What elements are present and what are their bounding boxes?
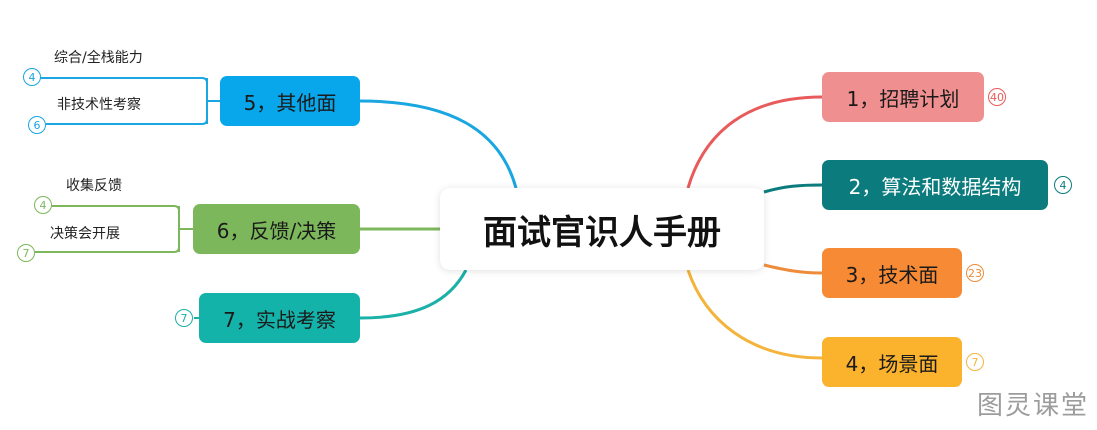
count-badge-7[interactable]: 7: [175, 309, 193, 327]
count-badge-4-value: 7: [971, 355, 979, 369]
branch-node-7-label: 7，实战考察: [223, 307, 336, 332]
count-badge-4[interactable]: 7: [966, 353, 984, 371]
count-badge-1[interactable]: 40: [988, 88, 1006, 106]
connector-4: [686, 269, 823, 360]
branch-node-2-label: 2，算法和数据结构: [848, 174, 1022, 199]
count-badge-5a-value: 4: [28, 70, 36, 84]
connector-5: [359, 99, 518, 189]
leaf-line-6b: [35, 246, 180, 253]
count-badge-2-value: 4: [1059, 178, 1067, 192]
connector-1: [686, 95, 823, 189]
central-topic[interactable]: 面试官识人手册: [440, 188, 764, 270]
count-badge-3[interactable]: 23: [966, 264, 984, 282]
count-badge-1-value: 40: [990, 90, 1004, 104]
leaf-line-5a: [40, 77, 208, 84]
watermark-text: 图灵课堂: [976, 391, 1089, 421]
bracket-5: [206, 78, 220, 124]
branch-node-3-label: 3，技术面: [845, 262, 939, 287]
bracket-6: [178, 206, 193, 252]
branch-node-6[interactable]: 6，反馈/决策: [193, 204, 360, 254]
branch-node-1-label: 1，招聘计划: [846, 86, 960, 111]
count-badge-2[interactable]: 4: [1054, 176, 1072, 194]
branch-node-4-label: 4，场景面: [845, 351, 939, 376]
leaf-line-5b: [46, 118, 208, 125]
leaf-label-6a[interactable]: 收集反馈: [66, 178, 122, 194]
leaf-line-6a: [52, 205, 180, 212]
branch-node-3[interactable]: 3，技术面: [822, 248, 962, 298]
connector-7: [359, 269, 468, 320]
count-badge-7-value: 7: [180, 311, 188, 325]
branch-node-2[interactable]: 2，算法和数据结构: [822, 160, 1048, 210]
leaf-label-6b[interactable]: 决策会开展: [50, 226, 120, 242]
count-badge-6a-value: 4: [39, 198, 47, 212]
branch-node-4[interactable]: 4，场景面: [822, 337, 962, 387]
count-badge-5b[interactable]: 6: [28, 116, 46, 134]
count-badge-3-value: 23: [968, 266, 982, 280]
count-badge-6b-value: 7: [22, 246, 30, 260]
count-badge-5a[interactable]: 4: [23, 68, 41, 86]
branch-node-6-label: 6，反馈/决策: [216, 218, 337, 243]
branch-node-5[interactable]: 5，其他面: [220, 76, 360, 126]
connector-3: [763, 263, 823, 275]
branch-node-5-label: 5，其他面: [243, 90, 337, 115]
count-badge-6a[interactable]: 4: [34, 196, 52, 214]
branch-node-7[interactable]: 7，实战考察: [199, 293, 360, 343]
count-badge-5b-value: 6: [33, 118, 41, 132]
connector-2: [763, 183, 823, 194]
count-badge-6b[interactable]: 7: [17, 244, 35, 262]
leaf-label-5a[interactable]: 综合/全栈能力: [54, 50, 143, 66]
leaf-label-5b[interactable]: 非技术性考察: [57, 97, 141, 113]
branch-node-1[interactable]: 1，招聘计划: [822, 72, 984, 122]
